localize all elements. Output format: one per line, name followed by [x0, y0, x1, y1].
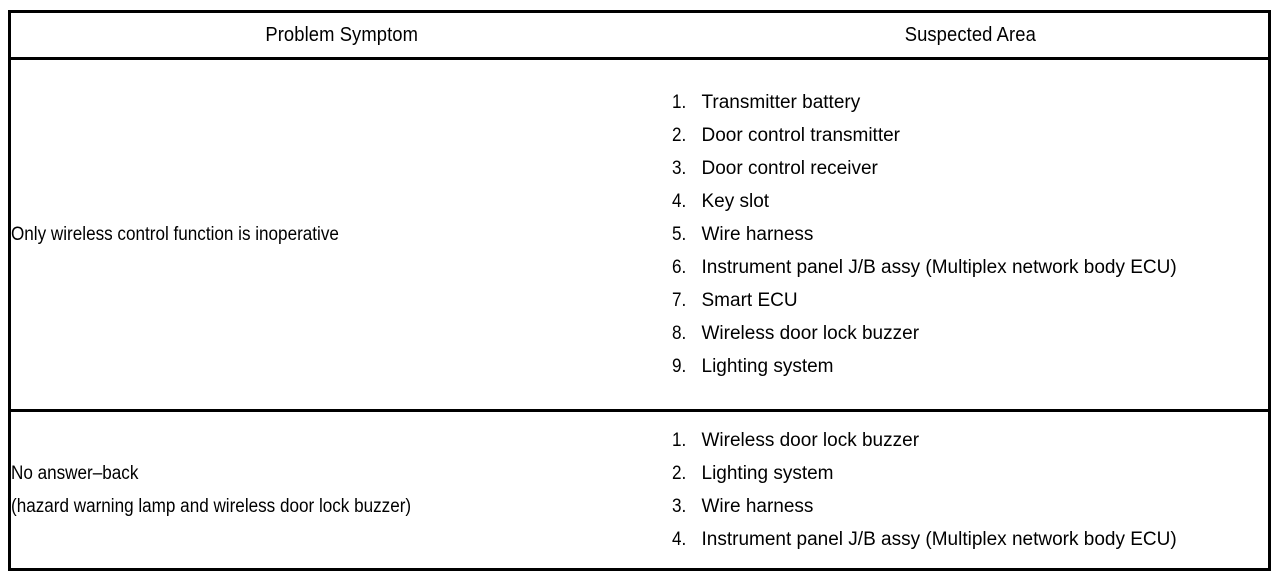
list-item-text-line: Smart ECU [701, 290, 798, 312]
list-item-text-line: Lighting system [701, 463, 834, 485]
symptom-line: Only wireless control function is inoper… [11, 224, 339, 246]
suspected-area-cell: 1. Wireless door lock buzzer 2. Lighting… [671, 410, 1270, 570]
list-item-text: Instrument panel J/B assy (Multiplex net… [702, 251, 1269, 284]
list-item-number: 6. [671, 257, 686, 279]
list-item-number: 5. [671, 224, 686, 246]
symptom-line: (hazard warning lamp and wireless door l… [11, 496, 412, 518]
list-item: 4. Key slot [672, 185, 1269, 218]
list-item: 2. Door control transmitter [672, 119, 1269, 152]
symptom-cell: Only wireless control function is inoper… [9, 58, 672, 413]
list-item-text-line: Transmitter battery [701, 92, 861, 114]
list-item-number: 2. [671, 463, 686, 485]
list-item: 8. Wireless door lock buzzer [672, 317, 1269, 350]
list-item-text: Door control receiver [702, 152, 1269, 185]
symptom-line: No answer–back [11, 463, 139, 485]
list-item-text-line: Lighting system [701, 356, 834, 378]
list-item-text: Key slot [702, 185, 1269, 218]
list-item-text: Wire harness [702, 490, 1269, 523]
table-header: Problem Symptom Suspected Area [10, 11, 1270, 60]
list-item-text: Wireless door lock buzzer [702, 317, 1269, 350]
list-item-number: 1. [671, 92, 686, 114]
list-item-text: Smart ECU [702, 284, 1269, 317]
list-item: 1. Wireless door lock buzzer [672, 424, 1269, 457]
list-item: 6. Instrument panel J/B assy (Multiplex … [672, 251, 1269, 284]
list-item-text: Wire harness [702, 218, 1269, 251]
suspected-area-cell: 1. Transmitter battery 2. Door control t… [671, 58, 1270, 413]
list-item-text: Transmitter battery [702, 86, 1269, 119]
list-item: 9. Lighting system [672, 350, 1269, 383]
list-item: 7. Smart ECU [672, 284, 1269, 317]
list-item: 3. Wire harness [672, 490, 1269, 523]
list-item-text-line: ECU) [1130, 529, 1177, 551]
suspected-area-list: 1. Transmitter battery 2. Door control t… [672, 86, 1269, 383]
list-item-number: 4. [671, 529, 686, 551]
list-item: 2. Lighting system [672, 457, 1269, 490]
list-item-text-line: Wire harness [701, 496, 814, 518]
list-item: 1. Transmitter battery [672, 86, 1269, 119]
list-item-number: 1. [671, 430, 686, 452]
table-header-row: Problem Symptom Suspected Area [10, 11, 1270, 60]
list-item-text: Wireless door lock buzzer [702, 424, 1269, 457]
list-item-number: 7. [671, 290, 686, 312]
symptom-cell: No answer–back (hazard warning lamp and … [9, 410, 672, 570]
list-item: 4. Instrument panel J/B assy (Multiplex … [672, 523, 1269, 556]
list-item-text-line: Wire harness [701, 224, 814, 246]
list-item: 3. Door control receiver [672, 152, 1269, 185]
list-item: 5. Wire harness [672, 218, 1269, 251]
column-header-problem-symptom: Problem Symptom [35, 11, 646, 60]
list-item-number: 2. [671, 125, 686, 147]
list-item-number: 3. [671, 158, 686, 180]
table-body: Only wireless control function is inoper… [9, 58, 1270, 570]
list-item-text-line: Instrument panel J/B assy (Multiplex net… [701, 257, 1125, 279]
list-item-text-line: Instrument panel J/B assy (Multiplex net… [701, 529, 1125, 551]
suspected-area-list: 1. Wireless door lock buzzer 2. Lighting… [672, 424, 1269, 556]
list-item-text-line: Door control receiver [701, 158, 878, 180]
list-item-text: Door control transmitter [702, 119, 1269, 152]
list-item-number: 8. [671, 323, 686, 345]
list-item-text-line: Wireless door lock buzzer [701, 323, 920, 345]
problem-symptom-table: Problem Symptom Suspected Area Only wire… [8, 10, 1271, 571]
list-item-text: Lighting system [702, 457, 1269, 490]
list-item-number: 4. [671, 191, 686, 213]
list-item-text-line: ECU) [1130, 257, 1177, 279]
list-item-number: 9. [671, 356, 691, 378]
table-row: No answer–back (hazard warning lamp and … [9, 410, 1270, 570]
list-item-text-line: Key slot [701, 191, 770, 213]
list-item-text: Instrument panel J/B assy (Multiplex net… [702, 523, 1269, 556]
column-header-suspected-area: Suspected Area [695, 11, 1246, 60]
table-row: Only wireless control function is inoper… [9, 58, 1270, 413]
list-item-text: Lighting system [702, 350, 1269, 383]
list-item-text-line: Wireless door lock buzzer [701, 430, 920, 452]
list-item-number: 3. [671, 496, 686, 518]
list-item-text-line: Door control transmitter [701, 125, 901, 147]
